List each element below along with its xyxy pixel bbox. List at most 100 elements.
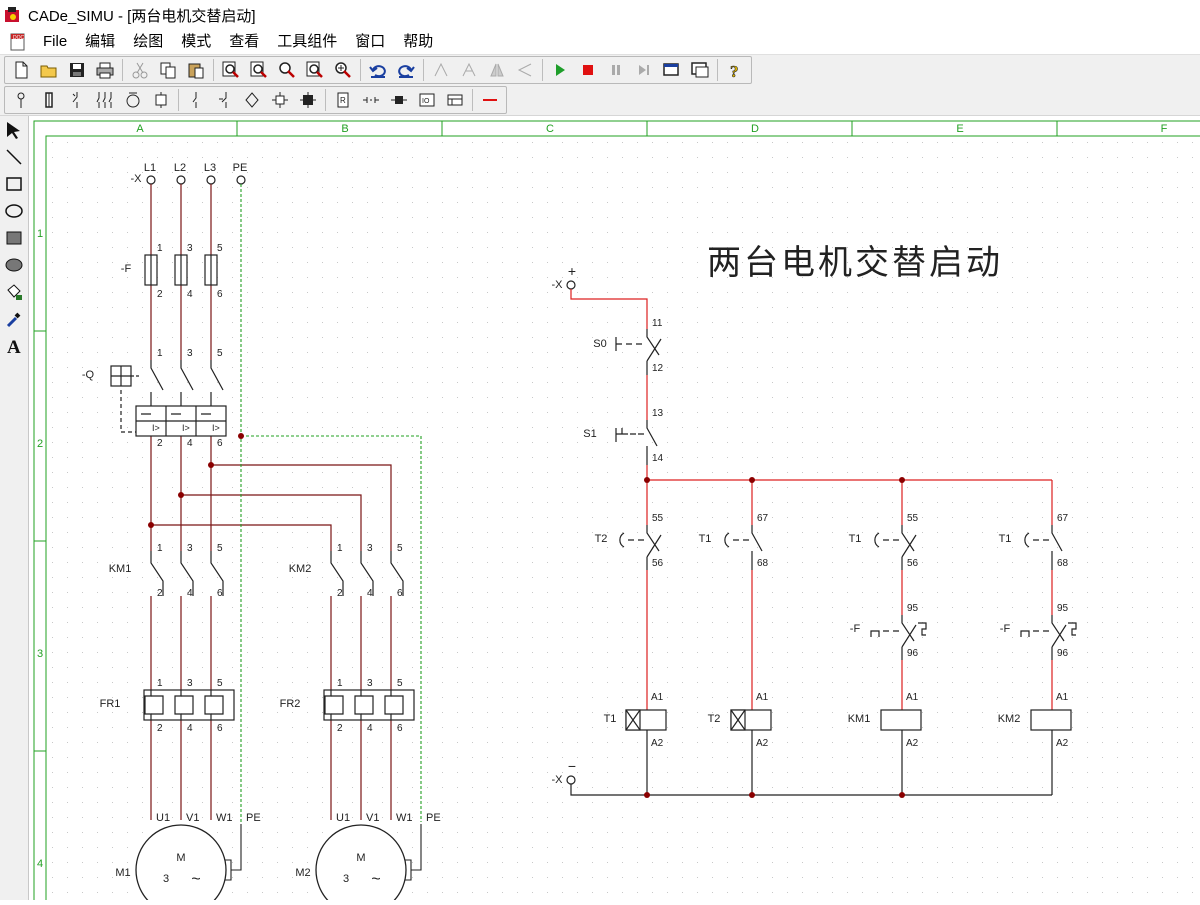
stop-icon[interactable]: [577, 59, 599, 81]
supply-terminal[interactable]: [236, 175, 246, 185]
mirror-h-icon[interactable]: [486, 59, 508, 81]
power-source-icon[interactable]: [10, 89, 32, 111]
control-minus-terminal[interactable]: [566, 775, 576, 785]
t1-no-contact[interactable]: [724, 525, 763, 570]
zoom-all-icon[interactable]: [304, 59, 326, 81]
help-icon[interactable]: ?: [724, 59, 746, 81]
breaker-q[interactable]: [110, 360, 227, 437]
plc-icon[interactable]: IO: [416, 89, 438, 111]
km2-contacts[interactable]: [330, 551, 404, 596]
s0-stop-button[interactable]: [615, 329, 662, 375]
motor-m2[interactable]: [315, 824, 422, 905]
svg-text:95: 95: [1057, 603, 1069, 614]
lamp-icon[interactable]: [444, 89, 466, 111]
open-folder-icon[interactable]: [38, 59, 60, 81]
line-icon[interactable]: [0, 143, 28, 170]
cut-icon[interactable]: [129, 59, 151, 81]
fuses[interactable]: [144, 254, 218, 286]
power-circuit: L1 L2 L3 PE -X: [82, 162, 441, 905]
screen-icon[interactable]: [689, 59, 711, 81]
zoom-out-icon[interactable]: [248, 59, 270, 81]
svg-text:2: 2: [157, 723, 163, 734]
s0-pins: 11 12: [652, 318, 664, 374]
paste-icon[interactable]: [185, 59, 207, 81]
print-icon[interactable]: [94, 59, 116, 81]
contact-nc-icon[interactable]: [213, 89, 235, 111]
breaker-3p-icon[interactable]: [94, 89, 116, 111]
s1-start-button[interactable]: [615, 420, 658, 465]
fr1-nc-contact[interactable]: [870, 615, 927, 660]
switch-icon[interactable]: [360, 89, 382, 111]
ellipse-icon[interactable]: [0, 197, 28, 224]
drawing-canvas[interactable]: A B C D E F 1 2 3 4 L1 L2 L3 PE -X: [29, 116, 1200, 905]
zoom-window-icon[interactable]: [276, 59, 298, 81]
pointer-icon[interactable]: [0, 116, 28, 143]
menu-view[interactable]: 查看: [229, 33, 260, 50]
timer-contact-pins: 55 56 67 68 55 56 67 68: [652, 513, 1069, 569]
svg-text:6: 6: [397, 588, 403, 599]
relay-icon[interactable]: [150, 89, 172, 111]
fr2-nc-contact[interactable]: [1020, 615, 1077, 660]
minus-label: −: [568, 758, 576, 774]
new-file-icon[interactable]: [10, 59, 32, 81]
km2-coil[interactable]: [1030, 709, 1072, 731]
redo-icon[interactable]: [395, 59, 417, 81]
supply-terminal[interactable]: [206, 175, 216, 185]
column-label: A: [136, 123, 144, 135]
wire-icon[interactable]: [479, 89, 501, 111]
timer-coil-icon[interactable]: [297, 89, 319, 111]
t1-timer-coil[interactable]: [625, 709, 667, 731]
mirror-v-icon[interactable]: [514, 59, 536, 81]
svg-text:I>: I>: [182, 423, 190, 433]
terminal-icon[interactable]: [388, 89, 410, 111]
contact-no-icon[interactable]: [185, 89, 207, 111]
motor-protector-icon[interactable]: [122, 89, 144, 111]
menu-tools[interactable]: 工具组件: [277, 33, 338, 50]
svg-text:1: 1: [157, 243, 163, 254]
disconnector-icon[interactable]: [66, 89, 88, 111]
pause-icon[interactable]: [605, 59, 627, 81]
supply-terminal[interactable]: [176, 175, 186, 185]
fill-bucket-icon[interactable]: [0, 278, 28, 305]
step-icon[interactable]: [633, 59, 655, 81]
menu-help[interactable]: 帮助: [403, 33, 434, 50]
km2-pins: 1 3 5 2 4 6: [337, 543, 403, 599]
fr2-pins: 1 3 5 2 4 6: [337, 678, 403, 734]
text-icon[interactable]: A: [0, 332, 28, 359]
coil-icon[interactable]: [269, 89, 291, 111]
window-icon[interactable]: [661, 59, 683, 81]
km1-contacts[interactable]: [150, 551, 224, 596]
fuse-icon[interactable]: [38, 89, 60, 111]
play-icon[interactable]: [549, 59, 571, 81]
filled-ellipse-icon[interactable]: [0, 251, 28, 278]
supply-terminal[interactable]: [146, 175, 156, 185]
rotate-right-icon[interactable]: [458, 59, 480, 81]
rotate-left-icon[interactable]: [430, 59, 452, 81]
motor-m1[interactable]: [135, 824, 242, 905]
supply-label: L1: [144, 162, 156, 174]
control-plus-terminal[interactable]: [566, 280, 576, 290]
zoom-in-icon[interactable]: [220, 59, 242, 81]
filled-rectangle-icon[interactable]: [0, 224, 28, 251]
pushbutton-icon[interactable]: [241, 89, 263, 111]
t1-nc-contact[interactable]: [874, 525, 917, 570]
rectangle-icon[interactable]: [0, 170, 28, 197]
sensor-icon[interactable]: R: [332, 89, 354, 111]
copy-icon[interactable]: [157, 59, 179, 81]
fr1-overload-relay[interactable]: [143, 689, 235, 721]
undo-icon[interactable]: [367, 59, 389, 81]
eyedropper-icon[interactable]: [0, 305, 28, 332]
fr2-overload-relay[interactable]: [323, 689, 415, 721]
t1-no-contact-2[interactable]: [1024, 525, 1063, 570]
menu-draw[interactable]: 绘图: [133, 33, 164, 50]
menu-mode[interactable]: 模式: [181, 33, 212, 50]
t2-timer-coil[interactable]: [730, 709, 772, 731]
menu-file[interactable]: File: [43, 33, 68, 50]
menu-edit[interactable]: 编辑: [85, 33, 116, 50]
menu-window[interactable]: 窗口: [355, 33, 386, 50]
km1-coil[interactable]: [880, 709, 922, 731]
document-icon[interactable]: DOC: [8, 32, 28, 52]
pan-icon[interactable]: [332, 59, 354, 81]
save-icon[interactable]: [66, 59, 88, 81]
t2-nc-contact[interactable]: [619, 525, 662, 570]
